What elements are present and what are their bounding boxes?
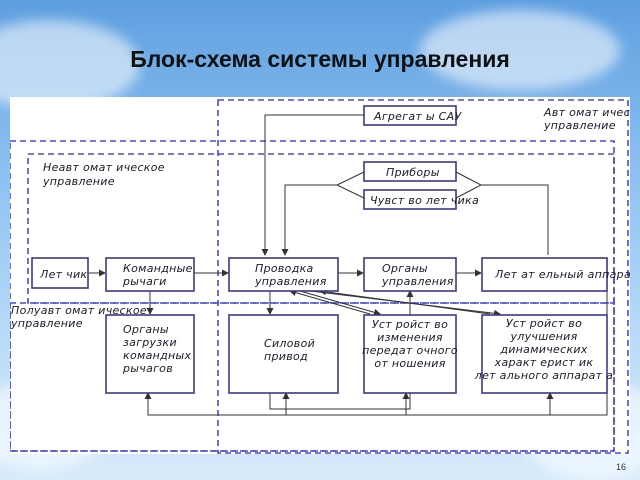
non-automatic-label-2: управление <box>42 175 115 188</box>
box-label-letchik-line-1: Лет чик <box>39 268 87 281</box>
box-ustroystvo-peredatochnoe <box>363 314 457 394</box>
box-label-privod-line-2: привод <box>264 350 308 363</box>
box-label-organy-line-1: Органы <box>382 262 428 275</box>
box-chuvstvo-letchika <box>363 189 457 210</box>
line-peredatochnoe-provodka <box>289 289 371 315</box>
box-label-uluchshenie-line-3: динамических <box>499 343 588 356</box>
box-label-zagruzki-line-1: Органы <box>123 323 169 336</box>
box-label-uluchshenie-line-5: лет ального аппарат а <box>474 369 613 382</box>
line-sensors-provodka <box>281 184 337 256</box>
box-label-zagruzki-line-4: рычагов <box>122 362 173 375</box>
box-label-chuvstvo-line-1: Чувст во лет чика <box>370 194 479 207</box>
sensor-diamond-left <box>335 171 365 199</box>
box-letchik <box>31 257 89 289</box>
box-label-privod-line-1: Силовой <box>264 337 315 350</box>
box-label-komandnye-line-1: Командные <box>123 262 193 275</box>
line-uluchshenie-provodka <box>319 288 491 315</box>
page-number: 16 <box>615 462 626 472</box>
line-agregaty-provodka <box>261 114 364 256</box>
box-agregaty-sau <box>363 105 457 126</box>
box-label-peredatochnoe-line-3: передат очного <box>362 344 458 357</box>
automatic-label: Авт омат ическое <box>543 106 630 119</box>
box-label-pribory-line-1: Приборы <box>386 166 440 179</box>
box-organy-zagruzki <box>105 314 195 394</box>
box-label-provodka-line-2: управления <box>254 275 327 288</box>
box-label-uluchshenie-line-1: Уст ройст во <box>506 317 582 330</box>
box-label-peredatochnoe-line-4: от ношения <box>374 357 445 370</box>
box-provodka-upravleniya <box>228 257 339 292</box>
box-label-provodka-line-1: Проводка <box>255 262 314 275</box>
automatic-label-2: управление <box>543 119 616 132</box>
box-label-agregaty-line-1: Агрегат ы САУ <box>373 110 462 123</box>
box-komandnye-rychagi <box>105 257 195 292</box>
non-automatic-label: Неавт омат ическое <box>43 161 165 174</box>
box-label-organy-line-2: управления <box>381 275 454 288</box>
semi-automatic-label-2: управление <box>10 317 83 330</box>
box-silovoy-privod <box>228 314 339 394</box>
box-ustroystvo-uluchsheniya <box>481 314 608 394</box>
automatic-region-frame <box>217 99 629 454</box>
block-diagram: Авт омат ическое управление Неавт омат и… <box>10 99 630 454</box>
box-letatelny-apparat <box>481 257 608 292</box>
slide-title: Блок-схема системы управления <box>130 46 510 72</box>
diagram-panel: Авт омат ическое управление Неавт омат и… <box>10 97 630 454</box>
sensor-diamond-right <box>455 171 483 199</box>
box-label-zagruzki-line-2: загрузки <box>123 336 177 349</box>
line-apparat-sensors <box>481 184 549 255</box>
box-label-uluchshenie-line-2: улучшения <box>509 330 577 343</box>
box-label-uluchshenie-line-4: характ ерист ик <box>494 356 594 369</box>
line-provodka-peredatochnoe <box>299 290 381 316</box>
box-pribory <box>363 161 457 182</box>
box-label-apparat-line-1: Лет ат ельный аппарат <box>494 268 630 281</box>
box-label-peredatochnoe-line-1: Уст ройст во <box>372 318 448 331</box>
semi-automatic-region-frame <box>10 302 615 452</box>
box-label-zagruzki-line-3: командных <box>123 349 191 362</box>
semi-automatic-label: Полуавт омат ическое <box>11 304 147 317</box>
box-label-komandnye-line-2: рычаги <box>122 275 167 288</box>
non-automatic-region-frame <box>27 153 615 304</box>
box-label-peredatochnoe-line-2: изменения <box>377 331 443 344</box>
box-organy-upravleniya <box>363 257 457 292</box>
